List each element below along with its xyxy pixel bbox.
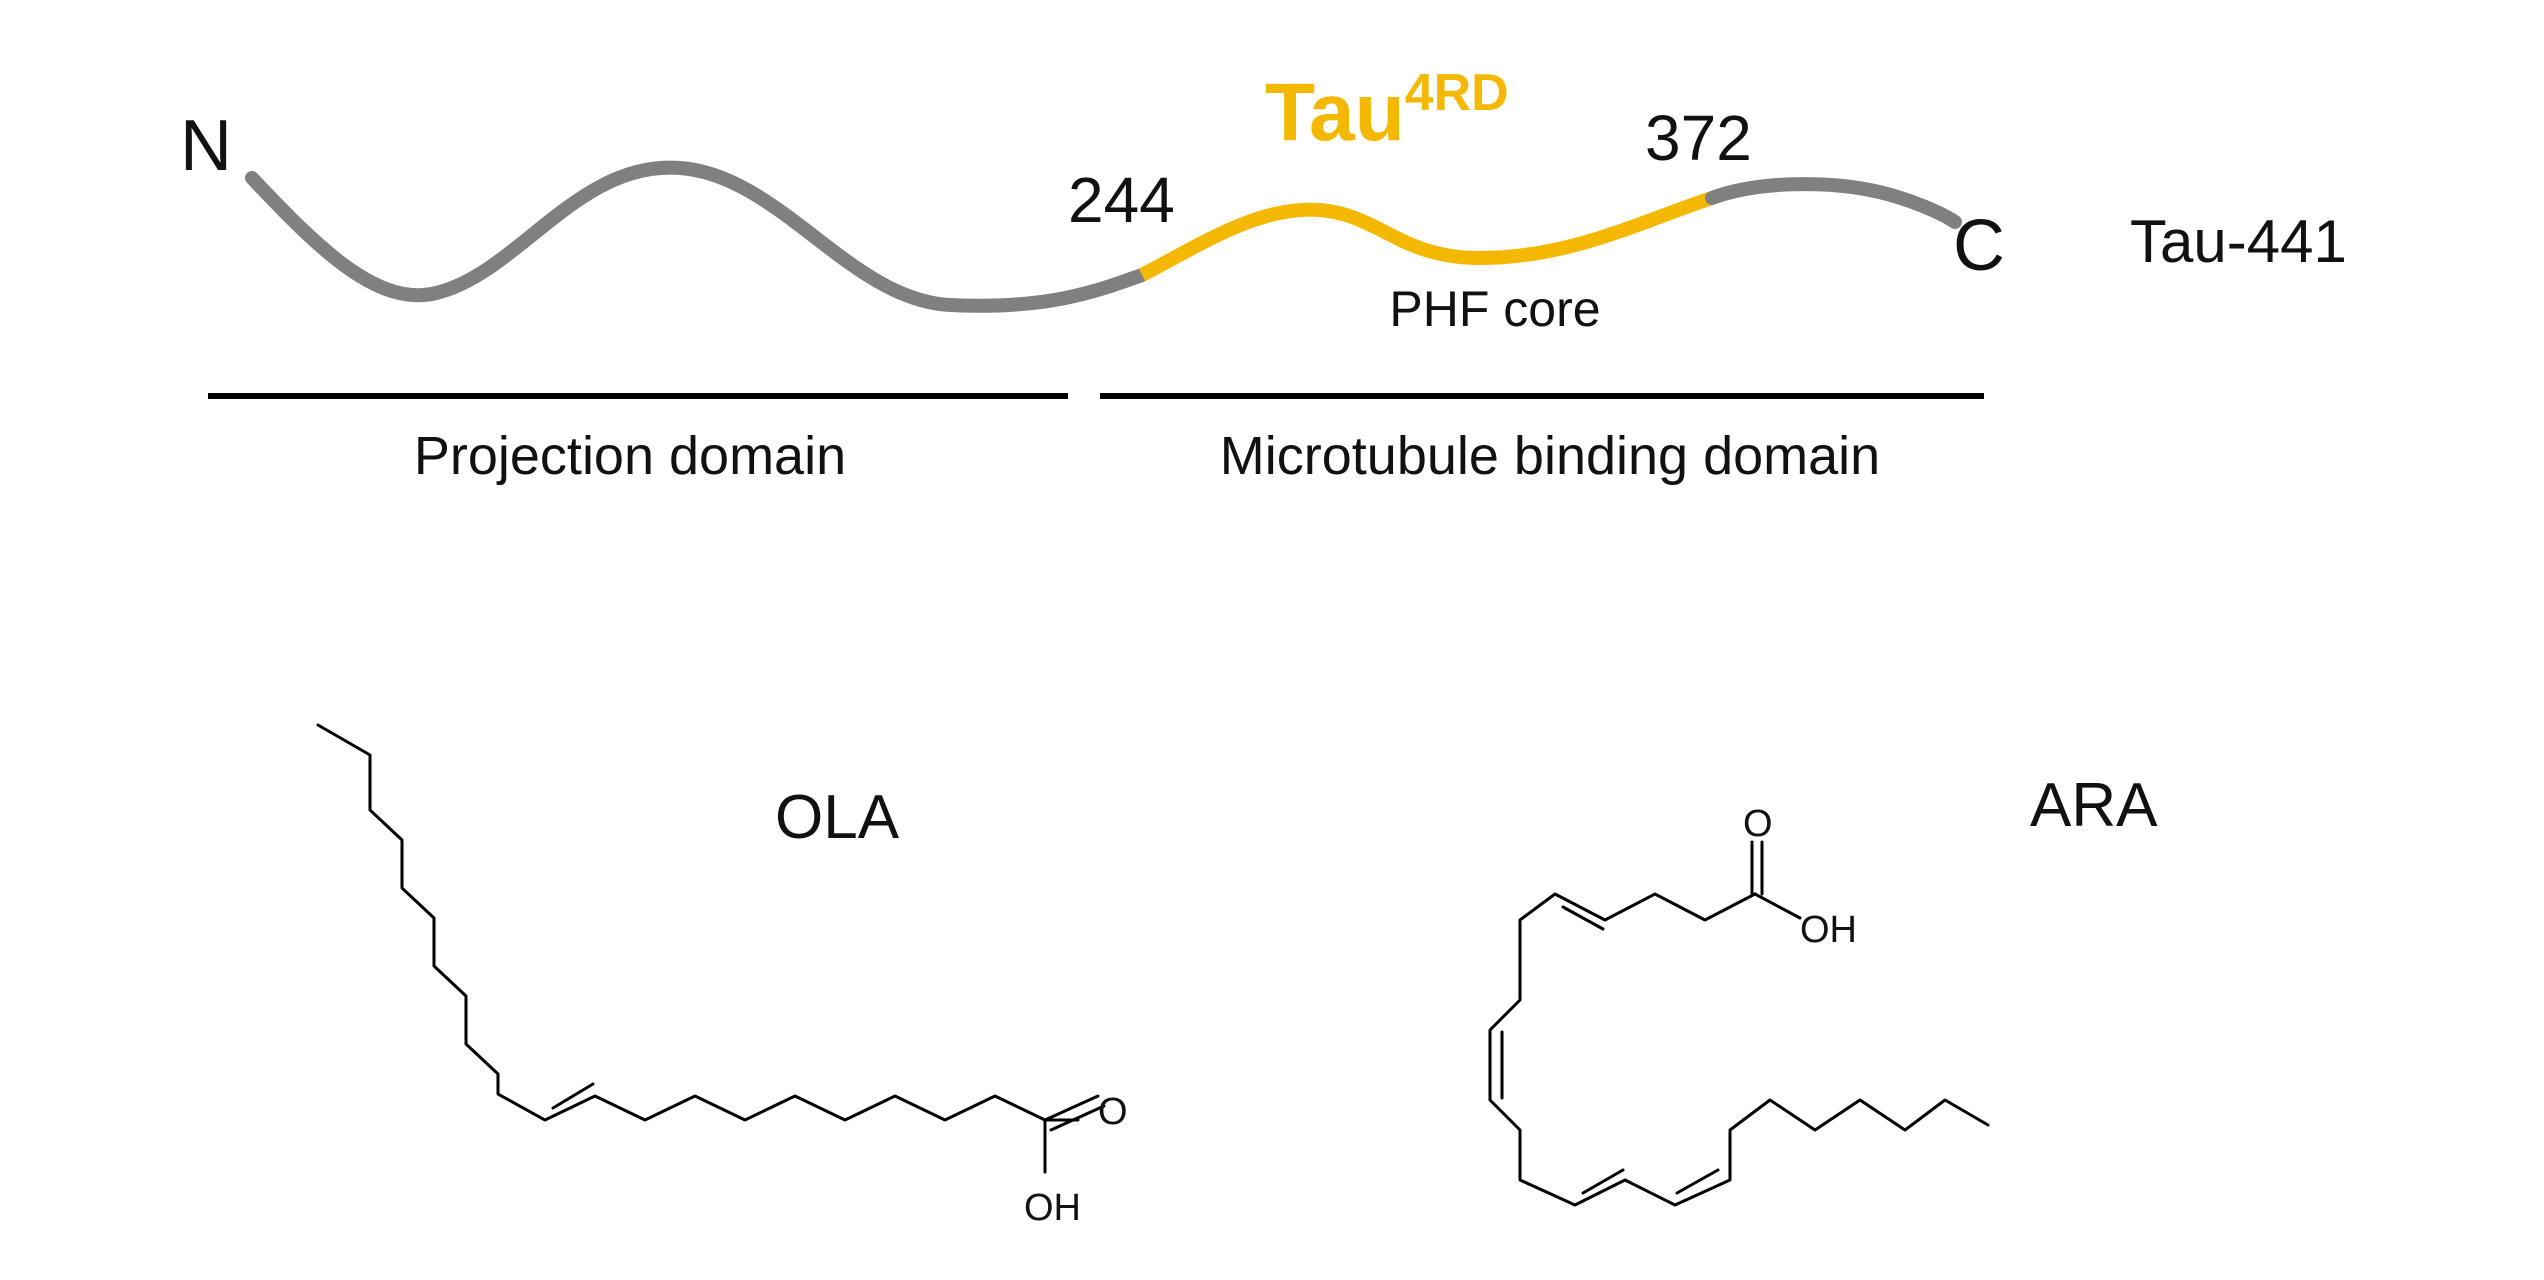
phf-core-label: PHF core	[1389, 281, 1600, 337]
ola-hydroxyl-label: OH	[1024, 1187, 1081, 1229]
ola-carbonyl-o-label: O	[1098, 1091, 1128, 1133]
ara-carbon-chain	[1488, 892, 1990, 1207]
ara-double-bond-4	[1675, 1168, 1720, 1195]
ola-carbon-chain	[316, 723, 1080, 1122]
ola-carbonyl-bond-1	[1043, 1094, 1100, 1122]
tau-protein-schematic: N C Tau-441 Tau4RD 244 372 PHF core Proj…	[180, 64, 2347, 486]
projection-domain-chain	[245, 160, 1149, 313]
microtubule-domain-label: Microtubule binding domain	[1220, 426, 1880, 486]
c-terminal-chain	[1705, 177, 1962, 229]
ola-structure: O OH OLA	[316, 723, 1128, 1229]
ara-hydroxyl-bond	[1753, 892, 1802, 920]
ara-double-bond-3	[1581, 1168, 1625, 1195]
protein-name-label: Tau-441	[2130, 208, 2347, 275]
ola-carbonyl-bond-2	[1049, 1104, 1106, 1132]
ara-carbonyl-o-label: O	[1743, 803, 1773, 845]
c-terminus-label: C	[1953, 206, 2005, 286]
residue-end-label: 372	[1645, 102, 1752, 174]
tau4rd-label: Tau4RD	[1265, 64, 1509, 158]
ola-cis-double-bond	[551, 1082, 595, 1110]
ola-name-label: OLA	[775, 783, 900, 852]
ara-double-bond-1	[1561, 905, 1605, 931]
tau4rd-base: Tau	[1265, 67, 1405, 158]
tau4rd-superscript: 4RD	[1405, 64, 1509, 122]
residue-start-label: 244	[1068, 164, 1175, 236]
projection-domain-label: Projection domain	[414, 426, 846, 486]
ara-structure: O OH ARA	[1488, 771, 2158, 1207]
tau4rd-segment	[1138, 191, 1715, 282]
ara-hydroxyl-label: OH	[1800, 909, 1857, 951]
n-terminus-label: N	[180, 106, 232, 186]
ara-name-label: ARA	[2030, 771, 2158, 840]
